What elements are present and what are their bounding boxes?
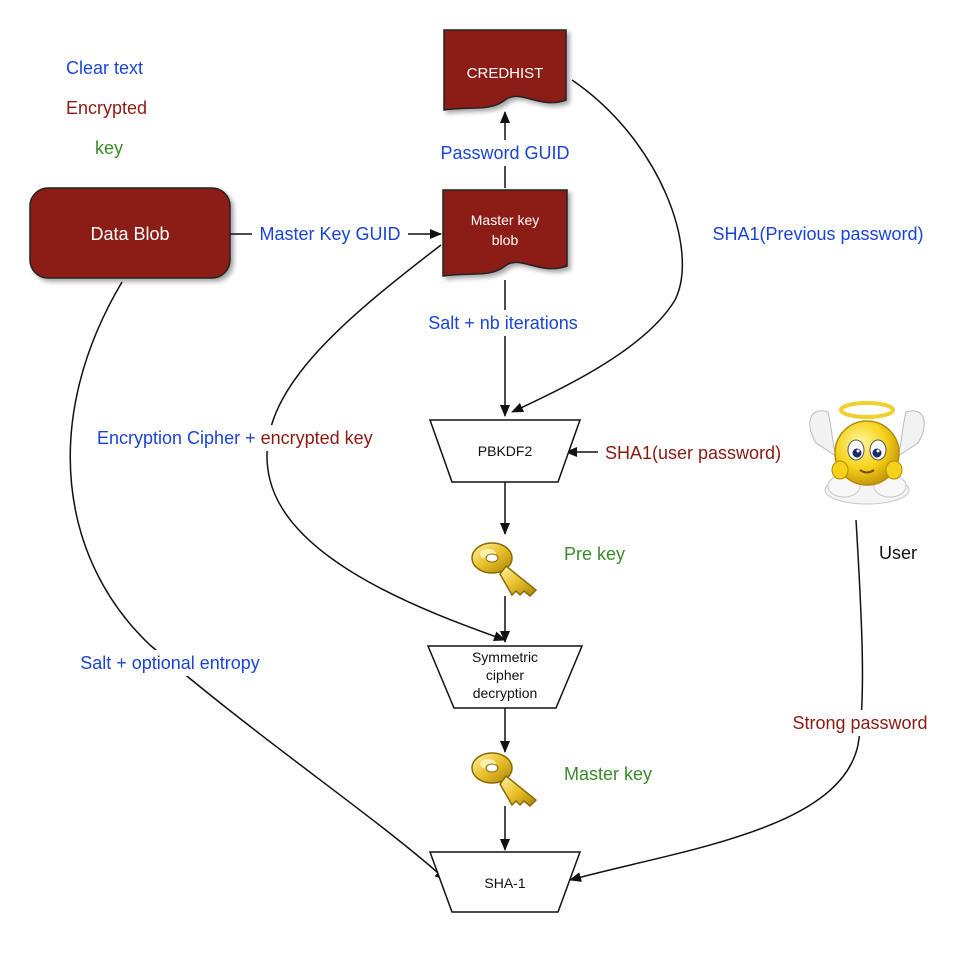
- label-encryption-cipher: Encryption Cipher + encrypted key: [97, 428, 373, 448]
- node-master-key-blob-line1: Master key: [471, 212, 539, 228]
- legend-encrypted: Encrypted: [66, 98, 147, 118]
- node-symmetric-line3: decryption: [473, 685, 538, 701]
- node-sha1-label: SHA-1: [484, 875, 525, 891]
- node-data-blob-label: Data Blob: [90, 224, 169, 244]
- node-symmetric-line1: Symmetric: [472, 649, 538, 665]
- node-sha1: [428, 851, 582, 913]
- node-symmetric-cipher: [426, 645, 584, 709]
- node-master-key-blob: [442, 189, 568, 277]
- edge-sha1-previous-password: [511, 79, 684, 413]
- edge-salt-optional-entropy: [69, 281, 447, 881]
- label-strong-password: Strong password: [792, 713, 927, 733]
- edge-encryption-cipher: [266, 244, 506, 642]
- node-master-key-blob-line2: blob: [492, 232, 519, 248]
- node-symmetric-line2: cipher: [486, 667, 524, 683]
- label-encrypted-key: encrypted key: [261, 428, 373, 448]
- label-master-key: Master key: [564, 764, 652, 784]
- node-credhist-label: CREDHIST: [467, 65, 544, 82]
- label-user: User: [879, 543, 917, 563]
- node-data-blob: [29, 187, 231, 279]
- edge-strong-password: [569, 519, 864, 882]
- node-credhist: [443, 29, 567, 111]
- master-key-icon: [471, 752, 538, 808]
- legend-key: key: [95, 138, 123, 158]
- user-angel-icon: [809, 401, 925, 505]
- label-pre-key: Pre key: [564, 544, 625, 564]
- node-pbkdf2-label: PBKDF2: [478, 443, 533, 459]
- label-encryption-cipher-clear: Encryption Cipher +: [97, 428, 261, 448]
- label-sha1-user-password: SHA1(user password): [605, 443, 781, 463]
- node-pbkdf2: [428, 419, 582, 483]
- label-salt-optional-entropy: Salt + optional entropy: [80, 653, 260, 673]
- pre-key-icon: [471, 542, 538, 598]
- label-salt-nb-iterations: Salt + nb iterations: [428, 313, 578, 333]
- label-master-key-guid: Master Key GUID: [259, 224, 400, 244]
- legend-clear-text: Clear text: [66, 58, 143, 78]
- label-password-guid: Password GUID: [440, 143, 569, 163]
- label-sha1-previous-password: SHA1(Previous password): [712, 224, 923, 244]
